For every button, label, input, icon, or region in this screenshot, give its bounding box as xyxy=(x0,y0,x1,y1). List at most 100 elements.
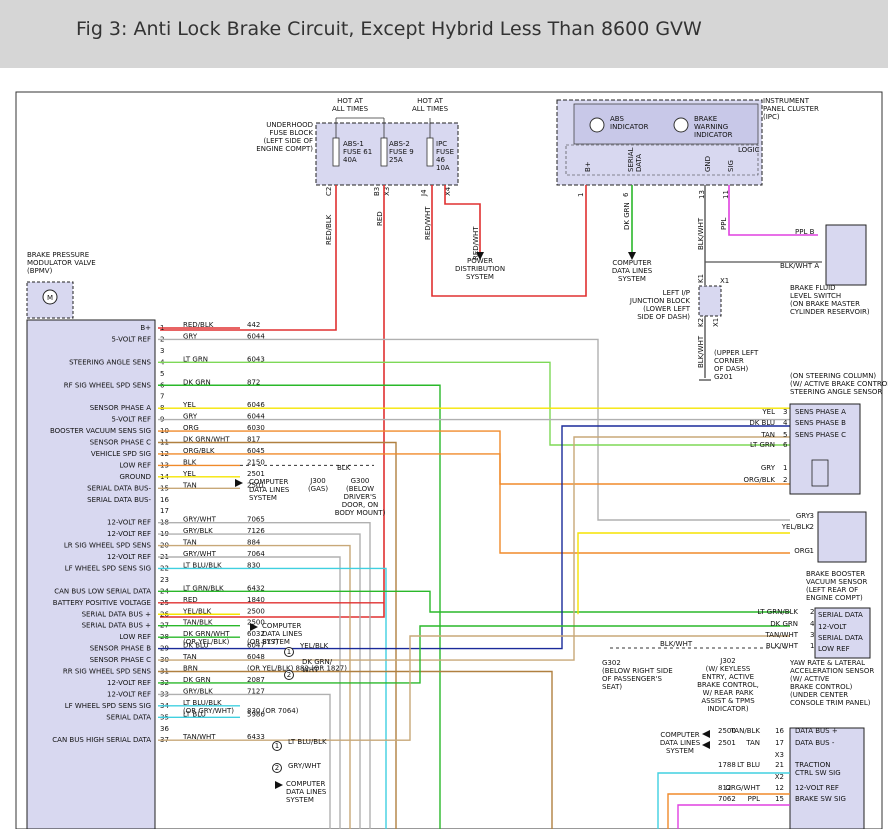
wire-redwht-label-1: RED/WHT xyxy=(424,206,432,240)
bpmv-wire-color-label: ORG/BLK xyxy=(183,447,215,455)
bpmv-circuit-label: 6047 xyxy=(247,642,265,650)
bpmv-wire-color-label: TAN xyxy=(182,539,197,547)
bpmv-circuit-label: 2150 xyxy=(247,458,265,466)
motor-icon xyxy=(42,289,58,305)
ipc-logic-box xyxy=(565,144,759,176)
header-bar: Fig 3: Anti Lock Brake Circuit, Except H… xyxy=(0,0,888,68)
bpmv-wire-color-label: TAN/BLK xyxy=(182,619,213,627)
bpmv-circuit-label: 7127 xyxy=(247,687,265,695)
splice-1-wire-label: YEL/BLK xyxy=(299,642,329,650)
wire-bpmv-pin-22 xyxy=(158,567,387,829)
ipc-serial-label: SERIALDATA xyxy=(627,147,643,172)
bpmv-pin-label: SERIAL DATA BUS- xyxy=(87,496,151,504)
bpmv-pin-label: LOW REF xyxy=(119,633,151,641)
abs-indicator-lamp-icon xyxy=(589,117,605,133)
bpmv-wire-color-label: GRY/BLK xyxy=(183,687,213,695)
wire-bpmv-pin-29 xyxy=(158,425,790,650)
splice-2-number: 2 xyxy=(287,671,291,679)
wire-lt-blu-tcs xyxy=(657,772,790,829)
bpmv-wire-color-label: YEL xyxy=(182,470,196,478)
wire-blkwht-ipc-label: BLK/WHT xyxy=(697,217,705,250)
tcs-circuit-label: 812 xyxy=(718,784,731,792)
splice-2-wire-label: DK GRN/WHT xyxy=(302,658,333,674)
bpmv-wire-color-label: LT GRN xyxy=(183,355,208,363)
bpmv-pin-label: SENSOR PHASE A xyxy=(90,404,152,412)
ipc-pin6-label: 6 xyxy=(622,192,630,197)
arrow-left-icon xyxy=(702,741,710,749)
arrow-down-icon xyxy=(476,252,484,260)
bpmv-pin-label: GROUND xyxy=(119,473,151,481)
bpmv-wire-color-label: RED xyxy=(183,596,198,604)
wire-dkgrn-ipc-label: DK GRN xyxy=(623,202,631,230)
bpmv-pin-label: SERIAL DATA xyxy=(106,713,151,721)
wire-blkwht-g302-label: BLK/WHT xyxy=(660,640,693,648)
tcs-pin-number: X3 xyxy=(775,751,784,759)
bpmv-circuit-label: 6032(OR 817) xyxy=(247,630,279,646)
arrow-right-icon xyxy=(275,781,283,789)
tcs-pin-label: 12-VOLT REF xyxy=(795,784,839,792)
motor-label: M xyxy=(47,294,53,302)
tcs-circuit-label: 2501 xyxy=(718,739,736,747)
splice-4-icon xyxy=(272,763,282,773)
wire-ppl-label: PPL xyxy=(720,218,728,230)
tcs-pin-number: 17 xyxy=(775,739,784,747)
sas-pin-number: 2 xyxy=(783,476,787,484)
bpmv-pin-number: 3 xyxy=(160,347,164,355)
bvs-pin-number: 3 xyxy=(810,512,814,520)
ipc-gnd-label: GND xyxy=(704,156,712,172)
yaw-wire-label: LT GRN/BLK xyxy=(757,608,798,616)
wire-bpmv-pin-32 xyxy=(158,625,790,684)
bpmv-pin-label: 5-VOLT REF xyxy=(112,335,152,343)
sas-wire-label: TAN xyxy=(760,431,775,439)
tcs-circuit-label: 2500 xyxy=(718,727,736,735)
wire-org-wht-tcs xyxy=(667,793,790,829)
ipc-bplus-label: B+ xyxy=(584,161,592,172)
splice-3-icon xyxy=(272,741,282,751)
bpmv-circuit-label: 6048 xyxy=(247,653,265,661)
tcs-wire-label: LT BLU xyxy=(737,761,760,769)
bpmv-pin-label: BATTERY POSITIVE VOLTAGE xyxy=(53,599,151,607)
wire-red-wht-pds xyxy=(444,185,481,252)
wire-blk-ground-label: BLK xyxy=(337,464,351,472)
bpmv-pin-number: 17 xyxy=(160,507,169,515)
bpmv-wire-color-label: TAN/WHT xyxy=(182,733,216,741)
bpmv-circuit-label: 5986 xyxy=(247,710,265,718)
yaw-pin-number: 2 xyxy=(810,608,814,616)
splice-4-wire-label: GRY/WHT xyxy=(288,762,322,770)
bpmv-pin-label: LF WHEEL SPD SENS SIG xyxy=(65,564,151,572)
bpmv-circuit-label: 6433 xyxy=(247,733,265,741)
bpmv-wire-color-label: LT BLU/BLK xyxy=(183,561,222,569)
bpmv-wire-color-label: TAN xyxy=(182,653,197,661)
junction-k1-label: K1 xyxy=(697,274,705,283)
fuse-element-icon xyxy=(426,137,434,167)
ipc-logic-label: LOGIC xyxy=(738,146,760,154)
bpmv-pin-label: SERIAL DATA BUS + xyxy=(82,622,152,630)
sas-pin-label: SENS PHASE A xyxy=(795,408,846,416)
yaw-pin-label: LOW REF xyxy=(818,645,850,653)
sas-pin-label: SENS PHASE B xyxy=(795,419,846,427)
bfls-pin-b-label: PPL B xyxy=(795,228,815,236)
connector-b3-label: B3 xyxy=(373,187,381,196)
bpmv-pin-label: B+ xyxy=(140,324,151,332)
left-ip-junction-block xyxy=(698,285,722,317)
wire-redblk-label: RED/BLK xyxy=(325,214,333,245)
junction-k2-label: K2 xyxy=(697,318,705,327)
bpmv-pin-label: LR SIG WHEEL SPD SENS xyxy=(64,542,152,550)
wire-red-label: RED xyxy=(376,211,384,226)
bpmv-pin-label: 12-VOLT REF xyxy=(107,553,151,561)
bpmv-wire-color-label: GRY/WHT xyxy=(183,516,217,524)
yaw-rate-sensor xyxy=(814,607,871,659)
ipc-sig-label: SIG xyxy=(727,160,735,172)
